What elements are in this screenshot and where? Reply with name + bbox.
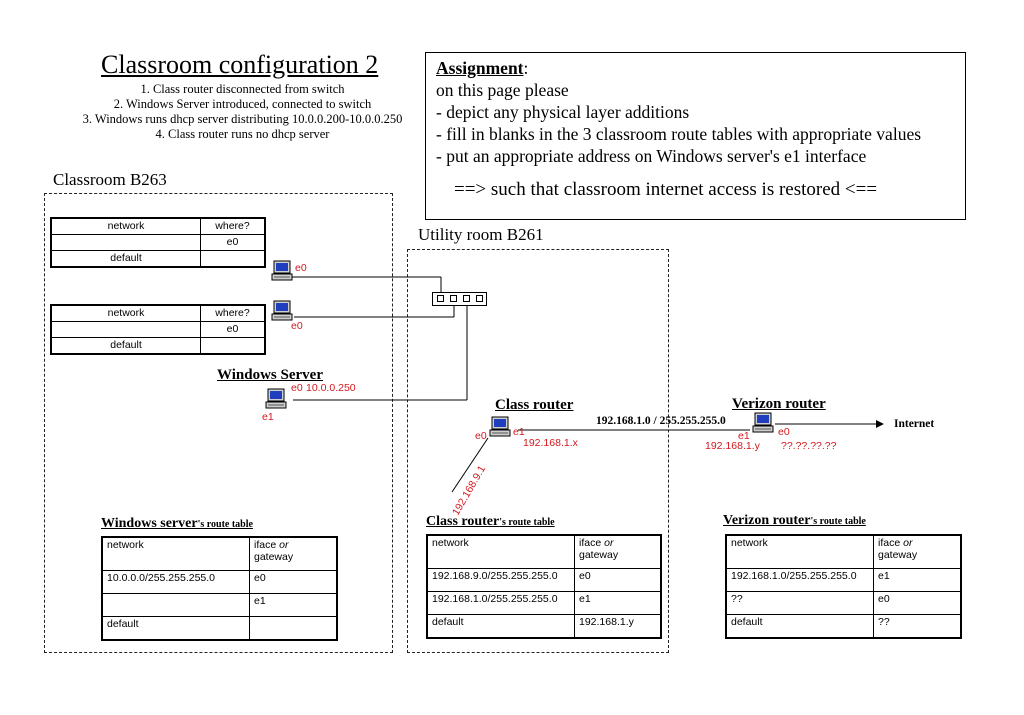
windows-table-cell	[101, 593, 250, 617]
verizon-router-e0-label: e0	[778, 426, 790, 438]
windows-server-label: Windows Server	[217, 367, 323, 383]
class-route-table-title-suffix: 's route table	[499, 517, 555, 528]
class-router-ip: 192.168.1.x	[523, 437, 578, 449]
note-3: 3. Windows runs dhcp server distributing…	[82, 112, 403, 126]
windows-server-icon	[265, 388, 287, 409]
pc2-computer-icon	[271, 300, 293, 321]
class-router-e0-label: e0	[475, 430, 487, 442]
router-e0-stub	[451, 437, 489, 493]
pc2-table-cell: default	[50, 337, 201, 355]
verizon-route-table-title: Verizon router's route table	[723, 513, 866, 529]
pc1-computer-icon	[271, 260, 293, 281]
switch	[432, 292, 487, 306]
class-router-e1-label: e1	[513, 426, 525, 438]
windows-table-cell: default	[101, 616, 250, 641]
internet-arrowhead	[876, 420, 884, 428]
windows-server-e0-label: e0	[291, 382, 303, 394]
note-2: 2. Windows Server introduced, connected …	[113, 97, 372, 111]
pc2-table-cell: e0	[200, 321, 266, 338]
note-1: 1. Class router disconnected from switch	[140, 82, 345, 96]
class-table-cell: default	[426, 614, 575, 639]
verizon-router-e1-label: e1	[738, 430, 750, 442]
assignment-line-4: - put an appropriate address on Windows …	[436, 146, 867, 166]
pc1-table-cell	[50, 234, 201, 251]
verizon-table-cell: e0	[873, 591, 962, 615]
verizon-router-label: Verizon router	[732, 396, 826, 412]
pc1-e0-label: e0	[295, 262, 307, 274]
windows-server-ip: 10.0.0.250	[306, 382, 356, 394]
windows-table-cell: e1	[249, 593, 338, 617]
page-title: Classroom configuration 2	[101, 50, 379, 79]
windows-table-cell	[249, 616, 338, 641]
pc2-table-cell	[50, 321, 201, 338]
verizon-table-cell: ??	[725, 591, 874, 615]
config-notes: 1. Class router disconnected from switch…	[60, 82, 425, 142]
verizon-router-icon	[752, 412, 774, 433]
verizon-table-cell: default	[725, 614, 874, 639]
assignment-heading-colon: :	[523, 58, 529, 78]
pc2-table-cell	[200, 337, 266, 355]
assignment-line-3: - fill in blanks in the 3 classroom rout…	[436, 124, 922, 144]
verizon-table-cell: ??	[873, 614, 962, 639]
class-route-table-title: Class router's route table	[426, 514, 555, 530]
assignment-line-2: - depict any physical layer additions	[436, 102, 690, 122]
verizon-table-cell: e1	[873, 568, 962, 592]
pc1-table-header-where: where?	[200, 217, 266, 235]
verizon-table-header-network: network	[725, 534, 874, 569]
link-network-label: 192.168.1.0 / 255.255.255.0	[596, 415, 726, 427]
assignment-heading: Assignment	[436, 58, 524, 78]
pc1-table-cell: e0	[200, 234, 266, 251]
pc1-table-cell: default	[50, 250, 201, 268]
windows-route-table-title-suffix: 's route table	[197, 519, 253, 530]
verizon-table-cell: 192.168.1.0/255.255.255.0	[725, 568, 874, 592]
class-table-cell: 192.168.9.0/255.255.255.0	[426, 568, 575, 592]
class-table-cell: e0	[574, 568, 662, 592]
classroom-label: Classroom B263	[53, 170, 167, 189]
windows-table-header-network: network	[101, 536, 250, 571]
class-table-header-network: network	[426, 534, 575, 569]
class-router-icon	[489, 416, 511, 437]
class-table-cell: 192.168.1.0/255.255.255.0	[426, 591, 575, 615]
utility-room-boundary	[407, 249, 669, 653]
switch-port	[437, 295, 444, 302]
windows-route-table-title-name: Windows server	[101, 516, 198, 531]
assignment-line-1: on this page please	[436, 80, 569, 100]
assignment-goal: ==> such that classroom internet access …	[454, 179, 878, 200]
windows-table-cell: e0	[249, 570, 338, 594]
class-route-table-title-name: Class router	[426, 514, 500, 529]
windows-table-cell: 10.0.0.0/255.255.255.0	[101, 570, 250, 594]
windows-server-e1-label: e1	[262, 411, 274, 423]
switch-port	[463, 295, 470, 302]
pc1-table-cell	[200, 250, 266, 268]
verizon-router-ip: 192.168.1.y	[705, 440, 760, 452]
pc2-e0-label: e0	[291, 320, 303, 332]
class-table-cell: e1	[574, 591, 662, 615]
verizon-route-table-title-name: Verizon router	[723, 513, 811, 528]
verizon-route-table-title-suffix: 's route table	[810, 516, 866, 527]
class-router-label: Class router	[495, 397, 574, 413]
class-table-cell: 192.168.1.y	[574, 614, 662, 639]
classroom-boundary	[44, 193, 393, 653]
internet-label: Internet	[894, 418, 935, 430]
switch-port	[476, 295, 483, 302]
windows-route-table-title: Windows server's route table	[101, 516, 253, 532]
verizon-router-external-ip: ??.??.??.??	[781, 440, 837, 452]
note-4: 4. Class router runs no dhcp server	[155, 127, 330, 141]
assignment-box: Assignment: on this page please - depict…	[425, 52, 966, 220]
switch-port	[450, 295, 457, 302]
utility-room-label: Utility room B261	[418, 225, 544, 244]
